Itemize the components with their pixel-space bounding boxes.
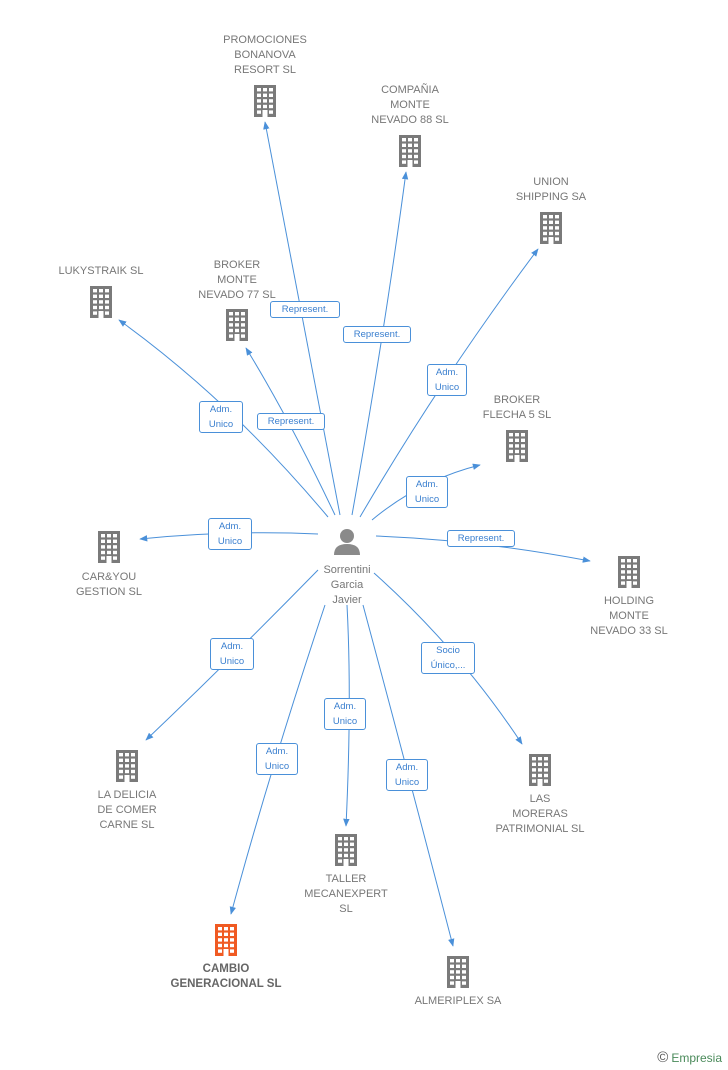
relation-label-ladelicia: Adm. Unico <box>210 638 254 670</box>
relation-label-almeriplex: Adm. Unico <box>386 759 428 791</box>
building-icon[interactable] <box>254 85 276 117</box>
building-icon[interactable] <box>399 135 421 167</box>
edge-compania <box>351 171 409 516</box>
company-name-lukystraik[interactable]: LUKYSTRAIK SL <box>58 265 144 277</box>
company-name-cambio[interactable]: CAMBIO GENERACIONAL SL <box>170 963 282 990</box>
building-icon[interactable] <box>98 531 120 563</box>
building-icon[interactable] <box>226 309 248 341</box>
copyright-icon: © <box>657 1049 669 1066</box>
company-name-lasmoreras[interactable]: LAS MORERAS PATRIMONIAL SL <box>495 793 585 835</box>
relation-label-broker5: Adm. Unico <box>406 476 448 508</box>
building-icon[interactable] <box>90 286 112 318</box>
company-name-broker77[interactable]: BROKER MONTE NEVADO 77 SL <box>198 259 276 301</box>
person-name[interactable]: Sorrentini Garcia Javier <box>323 564 371 606</box>
company-name-holding[interactable]: HOLDING MONTE NEVADO 33 SL <box>590 595 668 637</box>
brand-footer: ©Empresia <box>657 1049 722 1066</box>
company-name-almeriplex[interactable]: ALMERIPLEX SA <box>414 995 502 1007</box>
relation-label-cambio: Adm. Unico <box>256 743 298 775</box>
relation-label-union: Adm. Unico <box>427 364 467 396</box>
company-name-ladelicia[interactable]: LA DELICIA DE COMER CARNE SL <box>97 789 157 831</box>
edge-broker77 <box>245 347 336 516</box>
building-icon[interactable] <box>540 212 562 244</box>
relation-label-lasmoreras: Socio Único,... <box>421 642 475 674</box>
relation-label-taller: Adm. Unico <box>324 698 366 730</box>
relation-label-compania: Represent. <box>343 326 411 343</box>
company-name-caryou[interactable]: CAR&YOU GESTION SL <box>75 571 143 598</box>
relation-label-holding: Represent. <box>447 530 515 547</box>
building-icon[interactable] <box>116 750 138 782</box>
building-icon[interactable] <box>618 556 640 588</box>
company-name-promociones[interactable]: PROMOCIONES BONANOVA RESORT SL <box>223 34 307 76</box>
building-icon[interactable] <box>506 430 528 462</box>
relation-label-promociones: Represent. <box>270 301 340 318</box>
relation-label-caryou: Adm. Unico <box>208 518 252 550</box>
brand-name: Empresia <box>671 1051 722 1065</box>
building-icon[interactable] <box>447 956 469 988</box>
company-name-union[interactable]: UNION SHIPPING SA <box>515 176 587 203</box>
building-icon[interactable] <box>335 834 357 866</box>
edge-promociones <box>263 121 341 516</box>
company-name-taller[interactable]: TALLER MECANEXPERT SL <box>304 873 388 915</box>
company-name-compania[interactable]: COMPAÑIA MONTE NEVADO 88 SL <box>371 84 449 126</box>
relation-label-lukystraik: Adm. Unico <box>199 401 243 433</box>
building-icon[interactable] <box>529 754 551 786</box>
relation-label-broker77: Represent. <box>257 413 325 430</box>
building-icon[interactable] <box>215 924 237 956</box>
company-name-broker5[interactable]: BROKER FLECHA 5 SL <box>482 394 552 421</box>
person-icon[interactable] <box>334 529 360 555</box>
